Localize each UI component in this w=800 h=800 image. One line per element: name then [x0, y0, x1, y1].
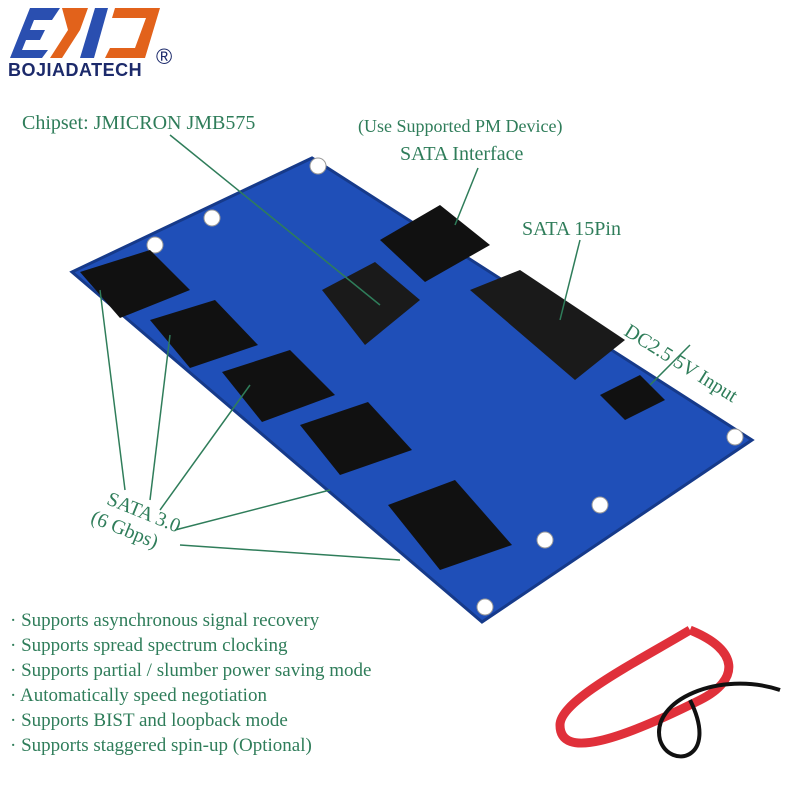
chipset-heatsink — [322, 262, 420, 345]
sata-15pin-label: SATA 15Pin — [522, 218, 621, 240]
feature-item: · Supports asynchronous signal recovery — [10, 610, 320, 631]
sata-ports — [80, 250, 512, 570]
chipset-label: Chipset: JMICRON JMB575 — [22, 112, 256, 134]
sata-interface-connector — [380, 205, 490, 282]
feature-item: · Supports staggered spin-up (Optional) — [10, 735, 312, 756]
feature-item: · Supports spread spectrum clocking — [10, 635, 288, 656]
dc-input-connector — [600, 375, 665, 420]
pcb-board — [69, 156, 755, 624]
annotation-arrows — [99, 134, 691, 561]
feature-item: · Automatically speed negotiation — [10, 685, 267, 706]
registered-mark: ® — [156, 44, 173, 69]
feature-item: · Supports partial / slumber power savin… — [10, 660, 372, 681]
logo-mark — [10, 8, 160, 58]
feature-list: · Supports asynchronous signal recovery … — [10, 608, 371, 758]
mounting-holes — [146, 157, 744, 616]
sata-15pin-connector — [470, 270, 625, 380]
feature-item: · Supports BIST and loopback mode — [10, 710, 288, 731]
pm-note-label: (Use Supported PM Device) — [358, 116, 563, 136]
sata-cable — [555, 625, 734, 748]
sata-interface-label: SATA Interface — [400, 143, 524, 165]
usb-cable — [657, 681, 781, 759]
brand-name: BOJIADATECH — [8, 60, 143, 80]
